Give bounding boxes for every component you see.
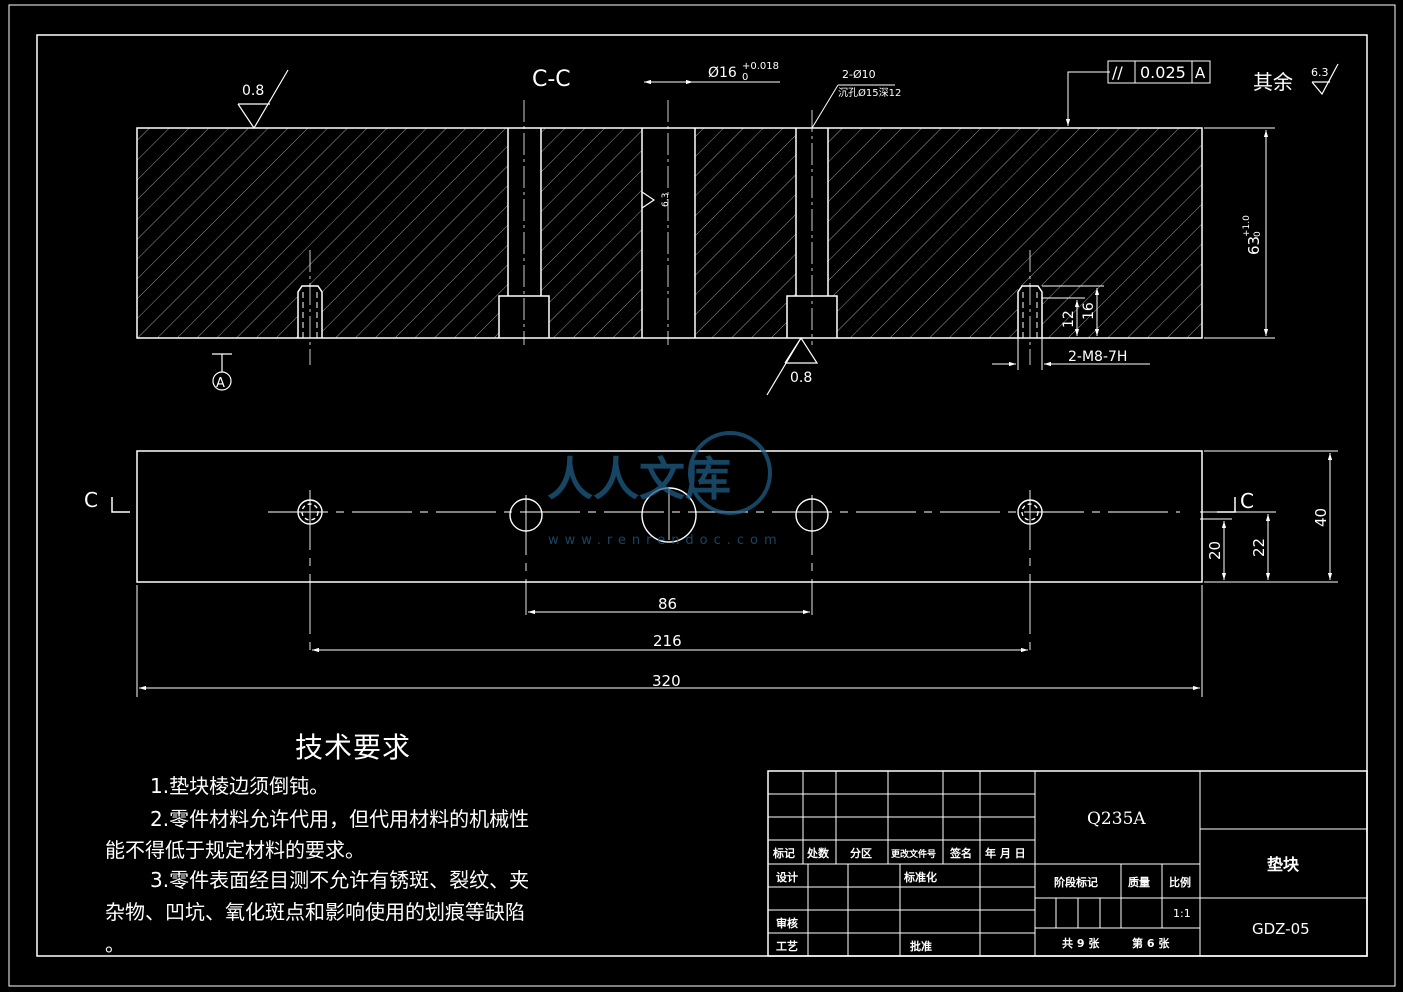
datum-label: A (216, 376, 225, 391)
tb-ratio: 比例 (1169, 875, 1191, 889)
tb-sheets-total: 共 9 张 (1062, 936, 1100, 950)
tb-sheet-no: 第 6 张 (1132, 936, 1170, 950)
tol-symbol: // (1112, 63, 1123, 82)
hole-depth: 16 (1081, 302, 1097, 320)
roughness-bottom: 0.8 (790, 370, 812, 386)
tech-req-line-4: 3.零件表面经目测不允许有锈斑、裂纹、夹 (150, 868, 530, 892)
thread-spec: 2-M8-7H (1068, 349, 1127, 365)
tb-standard: 标准化 (903, 870, 937, 884)
thread-depth: 12 (1061, 310, 1077, 328)
roughness-top-left: 0.8 (242, 83, 264, 99)
tb-scale: 1:1 (1173, 907, 1191, 920)
sheet-outer-border (8, 4, 1396, 987)
tb-h-zone: 分区 (850, 846, 872, 860)
tb-process: 工艺 (776, 939, 798, 953)
bore-tol-lower: 0 (742, 72, 748, 83)
holes-note: 沉孔Ø15深12 (838, 86, 901, 99)
tech-req-line-5: 杂物、凹坑、氧化斑点和影响使用的划痕等缺陷 (105, 900, 525, 924)
tb-h-count: 处数 (806, 846, 830, 860)
dim-86: 86 (658, 595, 677, 613)
bore-tol-upper: +0.018 (742, 61, 779, 72)
tech-req-line-2: 2.零件材料允许代用，但代用材料的机械性 (150, 807, 530, 831)
tb-drawing-no: GDZ-05 (1252, 920, 1310, 938)
dim-22: 22 (1250, 538, 1268, 557)
tech-requirements-title: 技术要求 (295, 731, 412, 764)
title-other-label: 其余 (1253, 70, 1293, 94)
tb-h-sign: 签名 (949, 846, 972, 860)
dim-40: 40 (1312, 508, 1330, 527)
tb-approve: 批准 (910, 939, 932, 953)
bore-dia: Ø16 (708, 65, 737, 81)
tb-part-name: 垫块 (1267, 855, 1300, 874)
watermark-text: 人人文库 (547, 452, 731, 506)
tech-req-line-3: 能不得低于规定材料的要求。 (105, 838, 365, 862)
tb-stage: 阶段标记 (1054, 875, 1098, 889)
tol-datum: A (1195, 64, 1206, 82)
tech-req-line-1: 1.垫块棱边须倒钝。 (150, 774, 330, 798)
section-view: C-C 0.8 0.8 6.3 其余 6.3 A Ø16 +0.018 0 2-… (136, 60, 1339, 396)
tb-h-doc: 更改文件号 (891, 848, 936, 860)
dim-20: 20 (1206, 541, 1224, 560)
cut-left-label: C (84, 488, 98, 512)
dim-320: 320 (652, 672, 681, 690)
roughness-bore: 6.3 (661, 193, 671, 207)
roughness-default: 6.3 (1311, 66, 1329, 79)
tb-h-mark: 标记 (772, 846, 795, 860)
holes-count: 2-Ø10 (842, 68, 876, 81)
tb-review: 审核 (776, 916, 798, 930)
watermark: 人人文库 www.renrendoc.com (547, 431, 783, 548)
height-tol-lower: 0 (1253, 231, 1263, 237)
plan-view: C C 86 216 320 20 22 40 (84, 450, 1338, 697)
tb-h-date: 年 月 日 (985, 846, 1026, 860)
tb-weight: 质量 (1128, 875, 1150, 889)
watermark-url: www.renrendoc.com (548, 533, 783, 548)
dim-216: 216 (653, 632, 682, 650)
section-label: C-C (532, 67, 571, 92)
tb-design: 设计 (776, 870, 798, 884)
tol-value: 0.025 (1140, 63, 1186, 82)
height-dim: 63 (1245, 236, 1263, 255)
tb-material: Q235A (1087, 809, 1146, 829)
sheet-inner-border (36, 34, 1368, 957)
cut-right-label: C (1240, 489, 1254, 513)
height-tol-upper: +1.0 (1242, 215, 1252, 237)
tech-req-line-6: 。 (105, 932, 125, 956)
title-block (767, 770, 1368, 957)
